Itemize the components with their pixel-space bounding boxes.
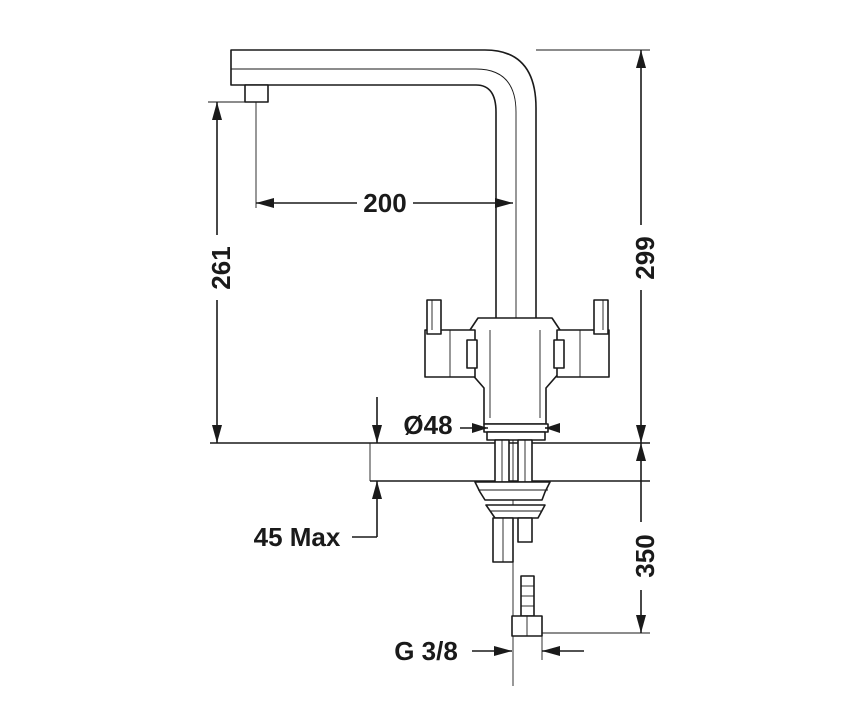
base-diameter-label: Ø48	[403, 410, 452, 440]
total-height-label: 299	[630, 236, 660, 279]
faucet-spout	[230, 49, 537, 321]
dimension-below-counter: 350	[542, 443, 660, 634]
dimension-base-diameter: Ø48	[403, 410, 560, 440]
dimension-max-thickness: 45 Max	[254, 397, 382, 552]
left-handle	[424, 299, 478, 378]
spout-reach-label: 200	[363, 188, 406, 218]
dimension-spout-reach: 200	[255, 102, 513, 218]
dimension-thread: G 3/8	[394, 636, 584, 666]
dimension-spout-height: 261	[206, 101, 256, 443]
thread-label: G 3/8	[394, 636, 458, 666]
dimension-total-height: 299	[536, 49, 660, 443]
spout-height-label: 261	[206, 246, 236, 289]
mounting-assembly	[474, 439, 551, 563]
counter-lines	[210, 442, 650, 482]
max-thickness-label: 45 Max	[254, 522, 341, 552]
supply-hose-fitting	[511, 575, 543, 637]
below-counter-label: 350	[630, 534, 660, 577]
base-flange	[483, 423, 549, 441]
faucet-body	[469, 317, 561, 425]
right-handle	[553, 299, 610, 378]
